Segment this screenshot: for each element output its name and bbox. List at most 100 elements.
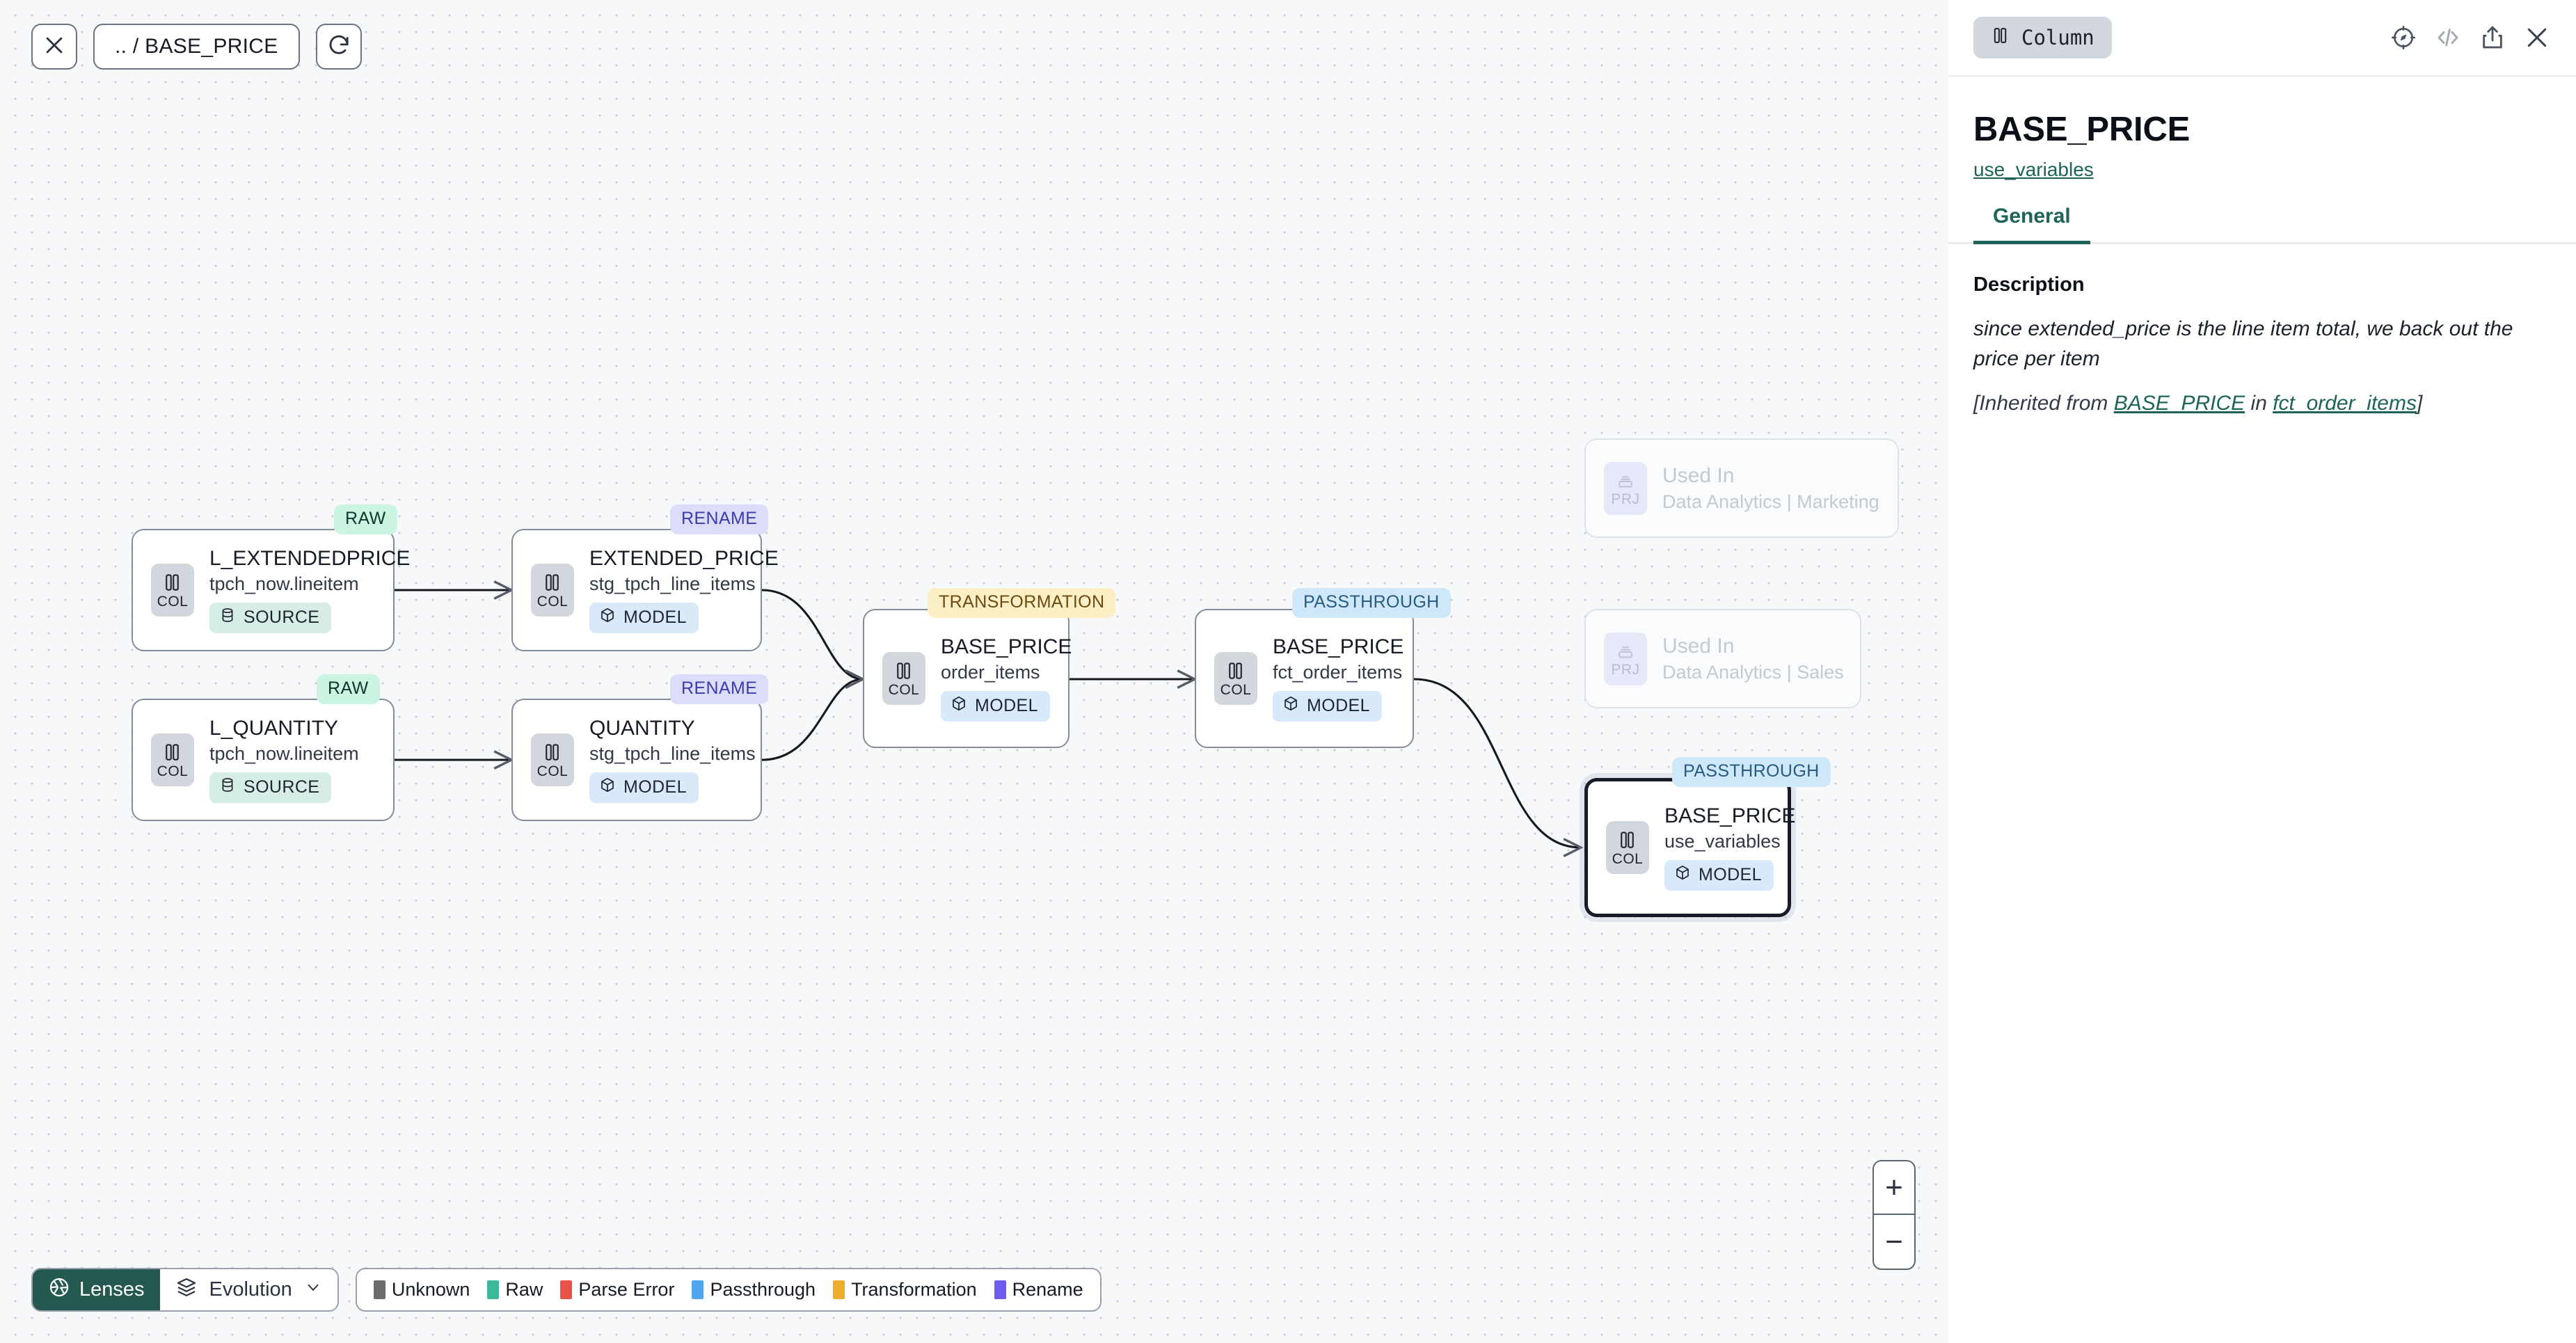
graph-node-l-extendedprice[interactable]: COL L_EXTENDEDPRICE tpch_now.lineitem SO…: [132, 529, 410, 651]
node-body: Used In Data Analytics | Marketing: [1662, 464, 1879, 512]
graph-node-used-in-marketing[interactable]: PRJ Used In Data Analytics | Marketing: [1584, 438, 1899, 538]
graph-node-used-in-sales[interactable]: PRJ Used In Data Analytics | Sales: [1584, 609, 1861, 708]
legend-item-transformation[interactable]: Transformation: [833, 1279, 977, 1301]
lenses-button[interactable]: Lenses: [33, 1269, 160, 1310]
node-subtitle: Data Analytics | Marketing: [1662, 491, 1879, 512]
node-title: BASE_PRICE: [1664, 804, 1796, 827]
lineage-canvas[interactable]: .. / BASE_PRICE: [0, 0, 1948, 1343]
node-body: BASE_PRICE use_variables MODEL: [1664, 804, 1795, 891]
node-material-label: SOURCE: [244, 607, 320, 628]
graph-node-quantity[interactable]: COL QUANTITY stg_tpch_line_items MODEL: [511, 699, 762, 821]
inherited-model-link[interactable]: fct_order_items: [2273, 392, 2417, 415]
node-material-label: MODEL: [623, 607, 687, 628]
close-icon[interactable]: [2523, 24, 2551, 51]
legend-item-raw[interactable]: Raw: [487, 1279, 543, 1301]
node-body: QUANTITY stg_tpch_line_items MODEL: [589, 717, 756, 804]
node-kind-chip: COL: [1606, 821, 1649, 874]
refresh-icon: [327, 33, 351, 61]
canvas-toolbar: .. / BASE_PRICE: [31, 24, 362, 70]
graph-node-order-items[interactable]: COL BASE_PRICE order_items MODEL: [863, 609, 1072, 748]
node-title: EXTENDED_PRICE: [589, 546, 779, 570]
node-subtitle: tpch_now.lineitem: [209, 573, 359, 595]
node-material-chip: MODEL: [589, 603, 699, 634]
lenses-group: Lenses Evolution: [31, 1268, 339, 1312]
node-material-chip: SOURCE: [209, 772, 332, 804]
description-text: since extended_price is the line item to…: [1973, 317, 2513, 370]
share-icon[interactable]: [2479, 24, 2506, 51]
legend-label: Raw: [505, 1279, 543, 1300]
node-title: L_EXTENDEDPRICE: [209, 546, 411, 570]
graph-node-use-variables[interactable]: COL BASE_PRICE use_variables MODEL: [1584, 778, 1795, 917]
entity-type-label: Column: [2021, 26, 2094, 49]
node-material-chip: MODEL: [589, 772, 699, 804]
node-material-chip: MODEL: [1664, 860, 1774, 891]
chevron-down-icon: [304, 1278, 322, 1302]
node-body: Used In Data Analytics | Sales: [1662, 635, 1844, 683]
legend-label: Rename: [1012, 1279, 1083, 1300]
node-material-label: MODEL: [623, 777, 687, 797]
legend-item-unknown[interactable]: Unknown: [373, 1279, 470, 1301]
details-panel: Column: [1948, 0, 2576, 1343]
node-body: L_QUANTITY tpch_now.lineitem SOURCE: [209, 717, 359, 804]
close-icon: [42, 33, 66, 61]
legend-item-parse-error[interactable]: Parse Error: [560, 1279, 674, 1301]
canvas-bottom-toolbar: Lenses Evolution Unknown Raw: [31, 1268, 1102, 1312]
node-kind-label: COL: [1612, 850, 1644, 867]
node-kind-label: COL: [157, 593, 189, 610]
panel-parent-link[interactable]: use_variables: [1973, 159, 2094, 180]
evolution-label: Evolution: [209, 1278, 292, 1301]
database-icon: [219, 777, 236, 798]
tab-general[interactable]: General: [1973, 205, 2090, 244]
node-kind-label: COL: [157, 763, 189, 779]
node-body: EXTENDED_PRICE stg_tpch_line_items MODEL: [589, 547, 779, 634]
zoom-out-button[interactable]: −: [1885, 1224, 1903, 1259]
node-title: QUANTITY: [589, 716, 695, 740]
lens-badge-passthrough-2: PASSTHROUGH: [1672, 757, 1831, 787]
lens-badge-rename-2: RENAME: [670, 674, 769, 704]
node-body: BASE_PRICE fct_order_items MODEL: [1273, 635, 1404, 722]
panel-header-actions: [2390, 24, 2551, 51]
evolution-dropdown[interactable]: Evolution: [159, 1269, 337, 1310]
zoom-in-button[interactable]: +: [1874, 1161, 1914, 1215]
node-material-chip: MODEL: [941, 691, 1050, 722]
cube-icon: [599, 777, 616, 798]
zoom-controls: + −: [1873, 1160, 1916, 1270]
node-subtitle: use_variables: [1664, 831, 1781, 852]
node-subtitle: tpch_now.lineitem: [209, 743, 359, 765]
node-subtitle: Data Analytics | Sales: [1662, 661, 1844, 683]
refresh-button[interactable]: [315, 24, 362, 70]
node-kind-label: PRJ: [1611, 491, 1640, 507]
inherited-column-link[interactable]: BASE_PRICE: [2113, 392, 2245, 415]
cube-icon: [599, 607, 616, 628]
node-kind-chip: PRJ: [1604, 632, 1647, 685]
lens-badge-raw-1: RAW: [334, 504, 397, 534]
lens-badge-transformation: TRANSFORMATION: [928, 588, 1116, 618]
description-inherited-note: [Inherited from BASE_PRICE in fct_order_…: [1973, 389, 2551, 419]
node-subtitle: stg_tpch_line_items: [589, 743, 756, 765]
lens-legend: Unknown Raw Parse Error Passthrough Tran…: [355, 1268, 1102, 1312]
node-kind-label: PRJ: [1611, 662, 1640, 678]
node-body: BASE_PRICE order_items MODEL: [941, 635, 1072, 722]
node-subtitle: stg_tpch_line_items: [589, 573, 756, 595]
legend-swatch: [692, 1280, 704, 1299]
legend-label: Unknown: [391, 1279, 470, 1300]
inherited-prefix: [Inherited from: [1973, 392, 2114, 415]
breadcrumb[interactable]: .. / BASE_PRICE: [93, 24, 300, 70]
lens-badge-rename-1: RENAME: [670, 504, 769, 534]
graph-node-extended-price[interactable]: COL EXTENDED_PRICE stg_tpch_line_items M…: [511, 529, 779, 651]
legend-label: Transformation: [851, 1279, 977, 1300]
legend-label: Parse Error: [578, 1279, 675, 1300]
graph-node-fct-order-items[interactable]: COL BASE_PRICE fct_order_items MODEL: [1195, 609, 1414, 748]
description-section: Description since extended_price is the …: [1948, 244, 2576, 419]
node-material-chip: SOURCE: [209, 603, 332, 634]
legend-item-rename[interactable]: Rename: [994, 1279, 1083, 1301]
code-icon[interactable]: [2434, 24, 2462, 51]
compass-icon[interactable]: [2390, 24, 2417, 51]
graph-node-l-quantity[interactable]: COL L_QUANTITY tpch_now.lineitem SOURCE: [132, 699, 395, 821]
cube-icon: [1674, 864, 1691, 886]
node-kind-chip: COL: [1214, 652, 1257, 705]
close-graph-button[interactable]: [31, 24, 77, 70]
legend-item-passthrough[interactable]: Passthrough: [692, 1279, 816, 1301]
panel-header: Column: [1948, 0, 2576, 77]
node-kind-label: COL: [536, 593, 569, 610]
